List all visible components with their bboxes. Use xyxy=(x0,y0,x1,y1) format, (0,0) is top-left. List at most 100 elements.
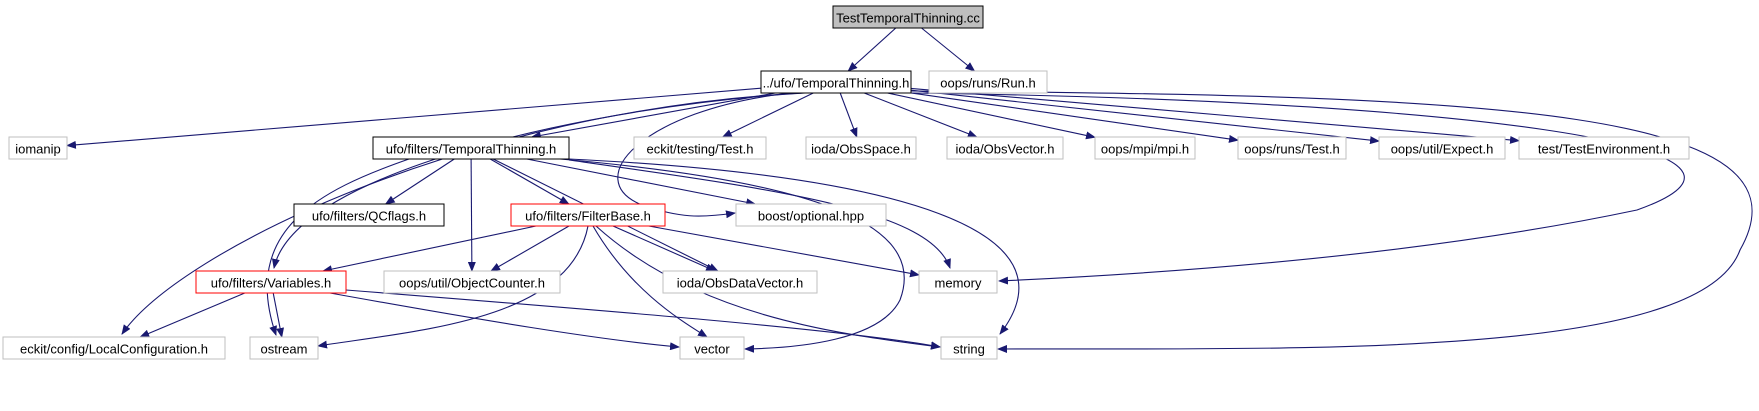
node-box xyxy=(293,203,445,227)
node-filterbase[interactable]: ufo/filters/FilterBase.h xyxy=(510,203,666,227)
edge-filters_tt-to-objcounter xyxy=(467,158,476,272)
node-label: ../ufo/TemporalThinning.h xyxy=(763,76,910,91)
node-localconf: eckit/config/LocalConfiguration.h xyxy=(2,336,226,360)
edge-filterbase-to-vector xyxy=(592,225,708,338)
edge-variables-to-string xyxy=(345,289,941,350)
edge-filterbase-to-string xyxy=(595,225,941,350)
node-label: ostream xyxy=(261,342,308,357)
node-objcounter: oops/util/ObjectCounter.h xyxy=(383,270,561,294)
node-box xyxy=(918,270,998,294)
edge-ufo_tt-to-testenv xyxy=(910,87,1520,144)
node-box xyxy=(372,136,570,160)
edge-ufo_tt-to-localconf xyxy=(121,92,804,335)
edge-filterbase-to-ostream xyxy=(317,225,589,349)
edge-ufo_tt-to-obsspace xyxy=(839,92,858,138)
node-mpi: oops/mpi/mpi.h xyxy=(1094,136,1196,160)
node-memory: memory xyxy=(918,270,998,294)
node-box xyxy=(1094,136,1196,160)
node-qcflags[interactable]: ufo/filters/QCflags.h xyxy=(293,203,445,227)
node-label: boost/optional.hpp xyxy=(758,209,864,224)
node-label: eckit/testing/Test.h xyxy=(647,142,754,157)
node-box xyxy=(805,136,917,160)
node-vector: vector xyxy=(679,336,745,360)
edge-filters_tt-to-boost_opt xyxy=(526,158,757,207)
node-label: vector xyxy=(694,342,730,357)
node-testenv: test/TestEnvironment.h xyxy=(1518,136,1690,160)
edge-filterbase-to-memory xyxy=(648,225,920,278)
edge-ufo_tt-to-memory xyxy=(910,92,1685,285)
node-runs-test: oops/runs/Test.h xyxy=(1237,136,1347,160)
edge-ufo_tt-to-string xyxy=(910,90,1753,353)
node-box xyxy=(249,336,319,360)
node-label: oops/runs/Run.h xyxy=(940,76,1035,91)
node-label: ufo/filters/FilterBase.h xyxy=(525,209,651,224)
edge-filters_tt-to-vector xyxy=(559,158,905,353)
edge-filterbase-to-obsdatavec xyxy=(612,225,716,272)
node-box xyxy=(946,136,1064,160)
edge-filterbase-to-objcounter xyxy=(490,225,570,272)
node-oops-run: oops/runs/Run.h xyxy=(928,70,1048,94)
edge-filters_tt-to-ostream xyxy=(266,158,410,336)
edge-filters_tt-to-qcflags xyxy=(384,158,455,205)
nodes-layer: TestTemporalThinning.cc ../ufo/TemporalTh… xyxy=(2,5,1690,360)
edge-variables-to-ostream xyxy=(272,292,284,338)
node-label: memory xyxy=(935,276,982,291)
node-box xyxy=(2,336,226,360)
node-box xyxy=(735,203,887,227)
node-label: ioda/ObsSpace.h xyxy=(811,142,911,157)
node-box xyxy=(510,203,666,227)
node-iomanip: iomanip xyxy=(8,136,68,160)
edge-variables-to-localconf xyxy=(139,292,246,338)
edge-ufo_tt-to-mpi xyxy=(887,92,1096,140)
edge-variables-to-vector xyxy=(329,292,680,351)
edge-root-to-oops_run xyxy=(921,27,976,72)
node-label: ufo/filters/QCflags.h xyxy=(312,209,426,224)
node-box xyxy=(662,270,818,294)
node-obsspace: ioda/ObsSpace.h xyxy=(805,136,917,160)
node-label: eckit/config/LocalConfiguration.h xyxy=(20,342,208,357)
node-label: oops/mpi/mpi.h xyxy=(1101,142,1189,157)
node-box xyxy=(1237,136,1347,160)
node-box xyxy=(383,270,561,294)
node-label: iomanip xyxy=(15,142,61,157)
edge-ufo_tt-to-expect xyxy=(910,89,1380,145)
node-box xyxy=(832,5,984,29)
node-box xyxy=(760,70,912,94)
node-box xyxy=(928,70,1048,94)
node-label: ioda/ObsVector.h xyxy=(955,142,1054,157)
node-filters-tt[interactable]: ufo/filters/TemporalThinning.h xyxy=(372,136,570,160)
node-label: oops/util/ObjectCounter.h xyxy=(399,276,545,291)
node-box xyxy=(8,136,68,160)
node-boost-opt: boost/optional.hpp xyxy=(735,203,887,227)
node-variables[interactable]: ufo/filters/Variables.h xyxy=(195,270,347,294)
edge-ufo_tt-to-obsvector xyxy=(863,92,978,138)
edge-ufo_tt-to-iomanip xyxy=(66,87,762,149)
node-eckit-test: eckit/testing/Test.h xyxy=(633,136,767,160)
node-root[interactable]: TestTemporalThinning.cc xyxy=(832,5,984,29)
node-ufo-tt[interactable]: ../ufo/TemporalThinning.h xyxy=(760,70,912,94)
edge-root-to-ufo_tt xyxy=(847,27,897,72)
edge-ufo_tt-to-eckit_test xyxy=(721,92,814,138)
node-box xyxy=(679,336,745,360)
node-label: oops/runs/Test.h xyxy=(1244,142,1339,157)
node-expect: oops/util/Expect.h xyxy=(1378,136,1506,160)
node-obsvector: ioda/ObsVector.h xyxy=(946,136,1064,160)
node-box xyxy=(1378,136,1506,160)
edge-ufo_tt-to-filters_tt xyxy=(530,92,776,140)
node-label: oops/util/Expect.h xyxy=(1391,142,1494,157)
node-box xyxy=(1518,136,1690,160)
node-label: test/TestEnvironment.h xyxy=(1538,142,1670,157)
node-label: ioda/ObsDataVector.h xyxy=(677,276,803,291)
edge-filters_tt-to-filterbase xyxy=(489,158,570,205)
node-label: TestTemporalThinning.cc xyxy=(836,11,980,26)
node-box xyxy=(940,336,998,360)
node-box xyxy=(633,136,767,160)
edge-filters_tt-to-string xyxy=(568,158,1020,335)
edge-ufo_tt-to-boost_opt xyxy=(617,92,791,219)
node-label: string xyxy=(953,342,985,357)
node-ostream: ostream xyxy=(249,336,319,360)
node-label: ufo/filters/TemporalThinning.h xyxy=(386,142,557,157)
node-label: ufo/filters/Variables.h xyxy=(211,276,331,291)
node-box xyxy=(195,270,347,294)
